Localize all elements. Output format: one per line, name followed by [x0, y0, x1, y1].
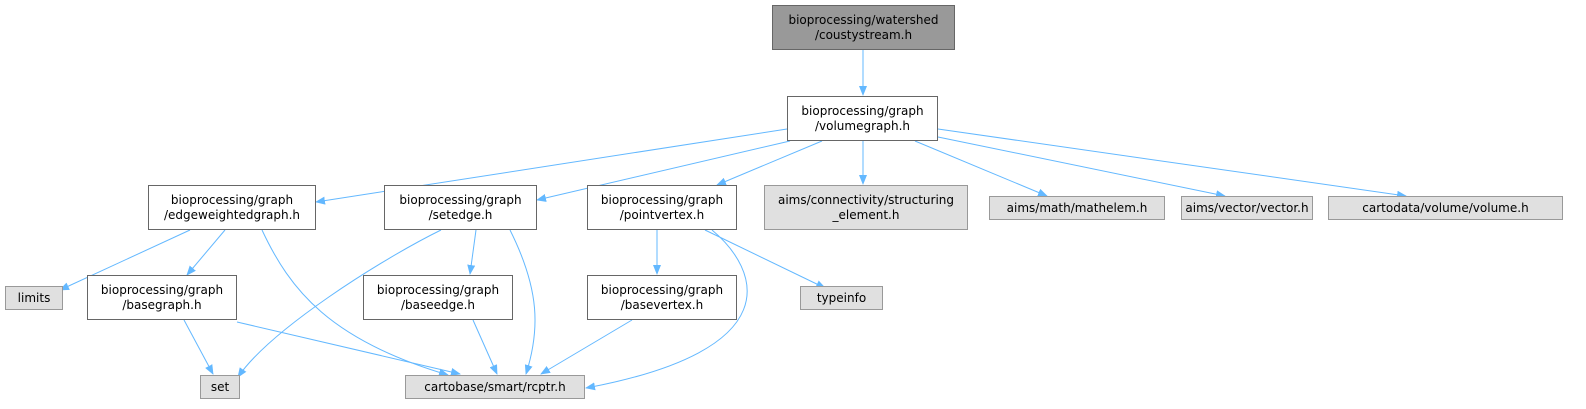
- edge-volumegraph-pointvertex: [716, 140, 823, 186]
- node-label: /basegraph.h: [122, 297, 202, 312]
- edge-volumegraph-setedge: [536, 140, 791, 202]
- edge-setedge-rcptr: [509, 229, 536, 375]
- node-label: bioprocessing/graph: [376, 282, 500, 297]
- edge-setedge-baseedge: [467, 229, 477, 275]
- node-mathelem: aims/math/mathelem.h: [989, 196, 1165, 220]
- node-edgeweightedgraph[interactable]: bioprocessing/graph/edgeweightedgraph.h: [148, 185, 316, 230]
- node-label: set: [210, 379, 230, 394]
- edge-volumegraph-volume: [937, 128, 1407, 199]
- node-typeinfo: typeinfo: [800, 286, 883, 310]
- node-volumegraph[interactable]: bioprocessing/graph/volumegraph.h: [787, 96, 938, 141]
- node-setedge[interactable]: bioprocessing/graph/setedge.h: [384, 185, 537, 230]
- node-basegraph[interactable]: bioprocessing/graph/basegraph.h: [87, 275, 237, 320]
- edge-setedge-set: [237, 229, 442, 378]
- edge-edgeweightedgraph-limits: [59, 229, 191, 291]
- node-set: set: [200, 375, 240, 399]
- node-label: aims/vector/vector.h: [1185, 200, 1309, 215]
- node-label: /setedge.h: [428, 207, 493, 222]
- node-pointvertex[interactable]: bioprocessing/graph/pointvertex.h: [587, 185, 737, 230]
- node-label: /edgeweightedgraph.h: [163, 207, 301, 222]
- edge-baseedge-rcptr: [472, 319, 498, 375]
- edge-edgeweightedgraph-rcptr: [261, 229, 449, 377]
- node-label: /basevertex.h: [620, 297, 704, 312]
- node-label: bioprocessing/graph: [600, 192, 724, 207]
- node-label: /volumegraph.h: [814, 118, 911, 133]
- node-label: bioprocessing/graph: [600, 282, 724, 297]
- node-label: cartodata/volume/volume.h: [1362, 200, 1529, 215]
- node-coustystream[interactable]: bioprocessing/watershed/coustystream.h: [772, 5, 955, 50]
- node-label: limits: [17, 290, 51, 305]
- edge-basegraph-rcptr: [236, 321, 461, 376]
- node-label: /baseedge.h: [400, 297, 476, 312]
- node-rcptr: cartobase/smart/rcptr.h: [405, 375, 585, 399]
- node-label: bioprocessing/graph: [170, 192, 294, 207]
- edge-volumegraph-mathelem: [914, 140, 1048, 197]
- node-label: bioprocessing/watershed: [788, 12, 939, 27]
- edge-pointvertex-rcptr: [585, 229, 748, 391]
- node-label: cartobase/smart/rcptr.h: [424, 379, 566, 394]
- node-label: aims/math/mathelem.h: [1006, 200, 1148, 215]
- node-label: _element.h: [832, 207, 900, 222]
- node-label: /pointvertex.h: [619, 207, 705, 222]
- node-label: bioprocessing/graph: [801, 103, 924, 118]
- node-vector: aims/vector/vector.h: [1181, 196, 1313, 220]
- edge-pointvertex-typeinfo: [704, 229, 826, 289]
- node-structuring-element: aims/connectivity/structuring_element.h: [764, 185, 968, 230]
- edge-basevertex-rcptr: [540, 319, 633, 375]
- node-label: bioprocessing/graph: [100, 282, 224, 297]
- edge-basegraph-set: [183, 319, 214, 375]
- edge-edgeweightedgraph-basegraph: [186, 229, 226, 276]
- node-volume: cartodata/volume/volume.h: [1328, 196, 1563, 220]
- edge-volumegraph-vector: [937, 136, 1226, 199]
- node-label: bioprocessing/graph: [399, 192, 522, 207]
- node-basevertex[interactable]: bioprocessing/graph/basevertex.h: [587, 275, 737, 320]
- node-baseedge[interactable]: bioprocessing/graph/baseedge.h: [363, 275, 513, 320]
- node-label: aims/connectivity/structuring: [777, 192, 955, 207]
- node-label: typeinfo: [816, 290, 867, 305]
- node-limits: limits: [5, 286, 63, 310]
- node-label: /coustystream.h: [814, 27, 913, 42]
